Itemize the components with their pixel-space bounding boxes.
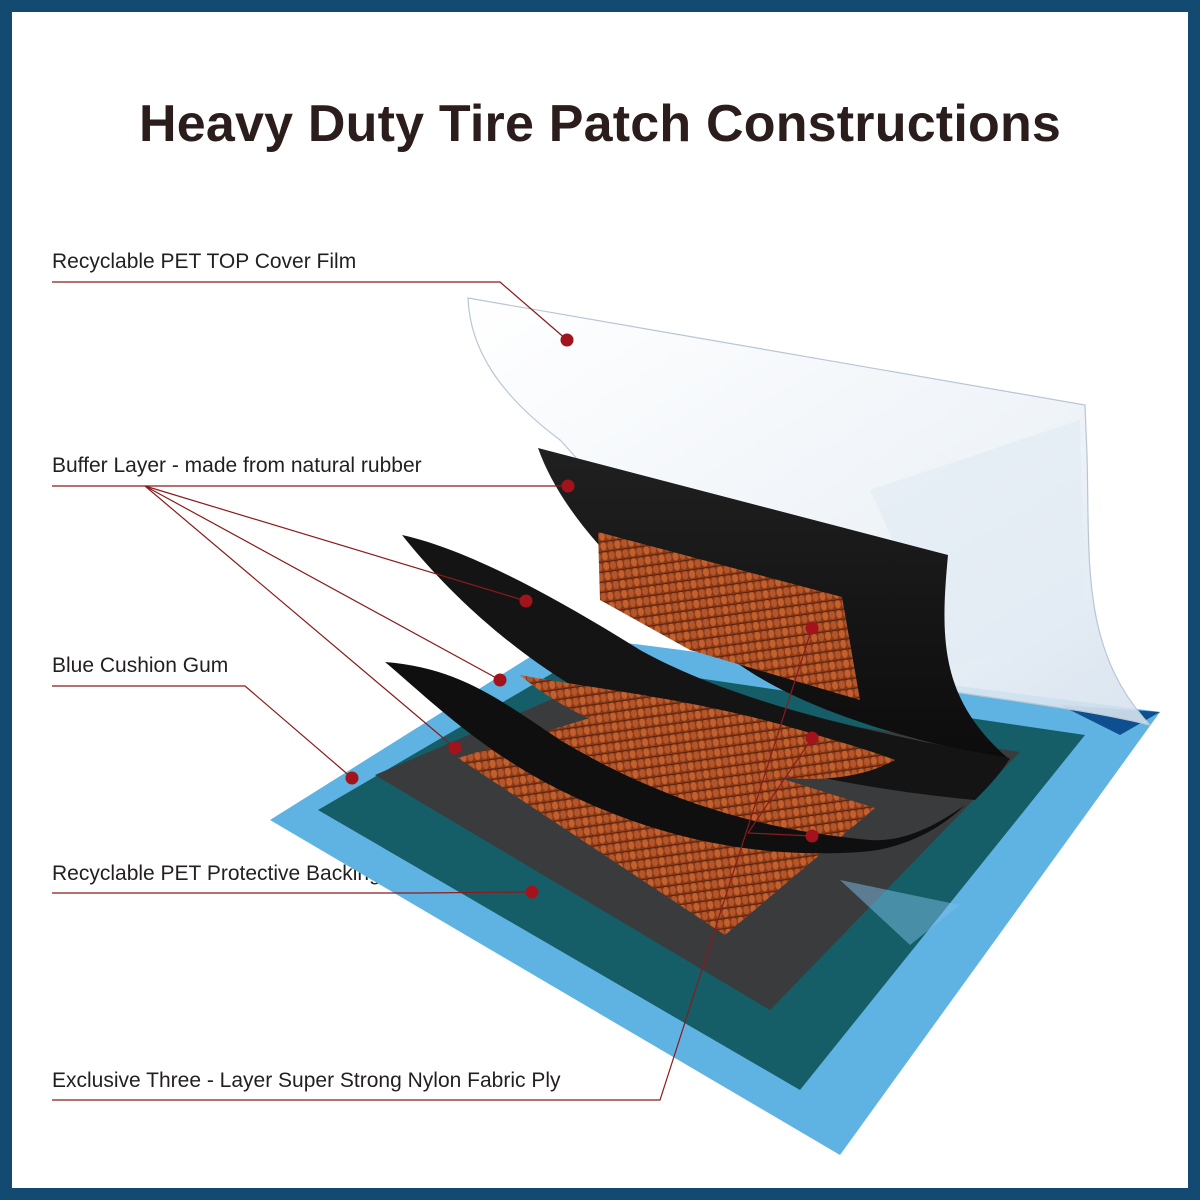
upper-fabric-ply <box>598 532 860 700</box>
marker-top-film <box>560 333 574 347</box>
diagram-title: Heavy Duty Tire Patch Constructions <box>138 95 1062 153</box>
marker-fabric-upper <box>805 621 819 635</box>
label-top-cover-film: Recyclable PET TOP Cover Film <box>52 250 357 273</box>
marker-buffer-base <box>448 741 462 755</box>
label-buffer-layer: Buffer Layer - made from natural rubber <box>52 454 422 477</box>
marker-buffer-lower <box>493 673 507 687</box>
label-protective-backing: Recyclable PET Protective Backing <box>52 862 381 885</box>
marker-cushion-gum <box>345 771 359 785</box>
marker-buffer-middle <box>519 594 533 608</box>
marker-buffer-upper <box>561 479 575 493</box>
label-blue-cushion-gum: Blue Cushion Gum <box>52 654 229 677</box>
middle-buffer-sheet <box>402 535 1010 800</box>
marker-fabric-middle <box>805 731 819 745</box>
label-nylon-fabric-ply: Exclusive Three - Layer Super Strong Nyl… <box>52 1069 561 1092</box>
marker-fabric-lower <box>805 829 819 843</box>
marker-backing <box>525 885 539 899</box>
lower-buffer-sheet <box>385 662 965 854</box>
